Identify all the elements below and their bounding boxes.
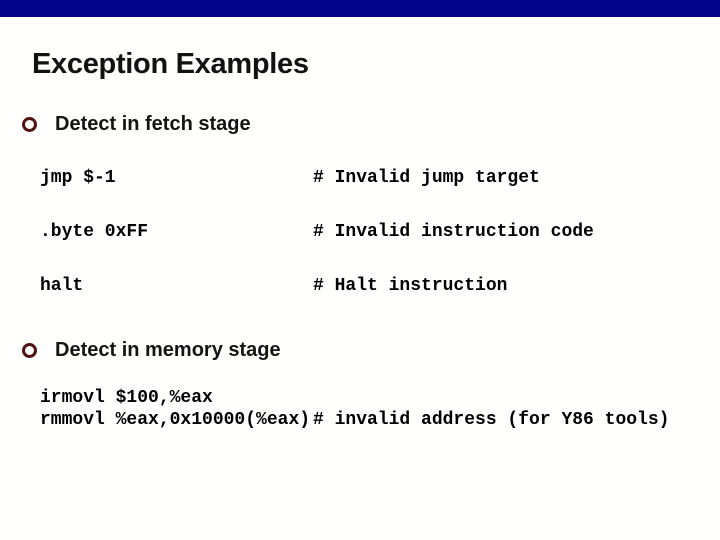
code-line-irmovl: irmovl $100,%eax [40,387,313,409]
code-comment: # Invalid instruction code [313,222,594,242]
bullet-circle-icon [22,117,37,132]
code-instruction: halt [40,276,84,296]
code-line-jmp: jmp $-1 # Invalid jump target [40,167,540,189]
header-bar [0,0,720,17]
code-instruction: jmp $-1 [40,168,116,188]
code-comment: # Invalid jump target [313,168,540,188]
code-line-byte: .byte 0xFF # Invalid instruction code [40,221,594,243]
section-heading-memory: Detect in memory stage [22,339,281,362]
code-line-halt: halt # Halt instruction [40,275,507,297]
code-instruction: .byte 0xFF [40,222,149,242]
code-line-rmmovl: rmmovl %eax,0x10000(%eax) # invalid addr… [40,409,669,431]
code-comment: # invalid address (for Y86 tools) [313,410,670,430]
section-heading-fetch: Detect in fetch stage [22,113,251,136]
section-heading-label: Detect in fetch stage [55,113,251,135]
code-instruction: irmovl $100,%eax [40,388,213,408]
code-comment: # Halt instruction [313,276,508,296]
section-heading-label: Detect in memory stage [55,339,281,361]
bullet-circle-icon [22,343,37,358]
code-instruction: rmmovl %eax,0x10000(%eax) [40,410,311,430]
slide-title: Exception Examples [32,48,309,80]
